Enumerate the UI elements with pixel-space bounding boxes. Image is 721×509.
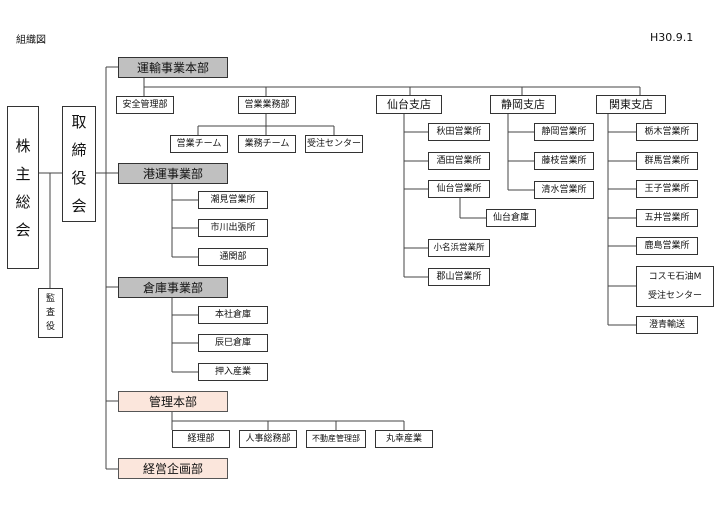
auditor-box: 監査役	[38, 288, 63, 338]
kanto-office-4: 五井営業所	[636, 209, 698, 227]
shizuoka-branch-box: 静岡支店	[490, 95, 556, 114]
transport-division-box: 運輸事業本部	[118, 57, 228, 78]
admin-item-3: 不動産管理部	[306, 430, 366, 448]
kanto-branch-box: 関東支店	[596, 95, 666, 114]
warehouse-item-1: 本社倉庫	[198, 306, 268, 324]
shareholders-meeting-box: 株主総会	[7, 106, 39, 269]
board-of-directors-box: 取締役会	[62, 106, 96, 222]
planning-division-box: 経営企画部	[118, 458, 228, 479]
port-office-2: 市川出張所	[198, 219, 268, 237]
sendai-office-4: 小名浜営業所	[428, 239, 490, 257]
order-center-box: 受注センター	[305, 135, 363, 153]
sendai-office-5: 郡山営業所	[428, 268, 490, 286]
admin-item-4: 丸幸産業	[375, 430, 433, 448]
sendai-office-2: 酒田営業所	[428, 152, 490, 170]
shizuoka-office-3: 清水営業所	[534, 181, 594, 199]
sales-team-box: 営業チーム	[170, 135, 228, 153]
sendai-office-3: 仙台営業所	[428, 180, 490, 198]
kanto-office-2: 群馬営業所	[636, 152, 698, 170]
kanto-office-1: 栃木営業所	[636, 123, 698, 141]
kanto-transport-box: 澄青輸送	[636, 316, 698, 334]
port-division-box: 港運事業部	[118, 163, 228, 184]
port-office-1: 潮見営業所	[198, 191, 268, 209]
admin-item-1: 経理部	[172, 430, 230, 448]
admin-item-2: 人事総務部	[239, 430, 297, 448]
port-office-3: 通関部	[198, 248, 268, 266]
sendai-warehouse: 仙台倉庫	[486, 209, 536, 227]
shizuoka-office-2: 藤枝営業所	[534, 152, 594, 170]
sendai-branch-box: 仙台支店	[376, 95, 442, 114]
chart-title: 組織図	[16, 35, 46, 46]
warehouse-item-2: 辰巳倉庫	[198, 334, 268, 352]
ops-team-box: 業務チーム	[238, 135, 296, 153]
sendai-office-1: 秋田営業所	[428, 123, 490, 141]
sales-dept-box: 営業業務部	[238, 96, 296, 114]
admin-division-box: 管理本部	[118, 391, 228, 412]
date-label: H30.9.1	[650, 31, 694, 44]
warehouse-item-3: 押入産業	[198, 363, 268, 381]
shizuoka-office-1: 静岡営業所	[534, 123, 594, 141]
kanto-office-5: 鹿島営業所	[636, 237, 698, 255]
warehouse-division-box: 倉庫事業部	[118, 277, 228, 298]
safety-dept-box: 安全管理部	[116, 96, 174, 114]
kanto-office-3: 王子営業所	[636, 180, 698, 198]
